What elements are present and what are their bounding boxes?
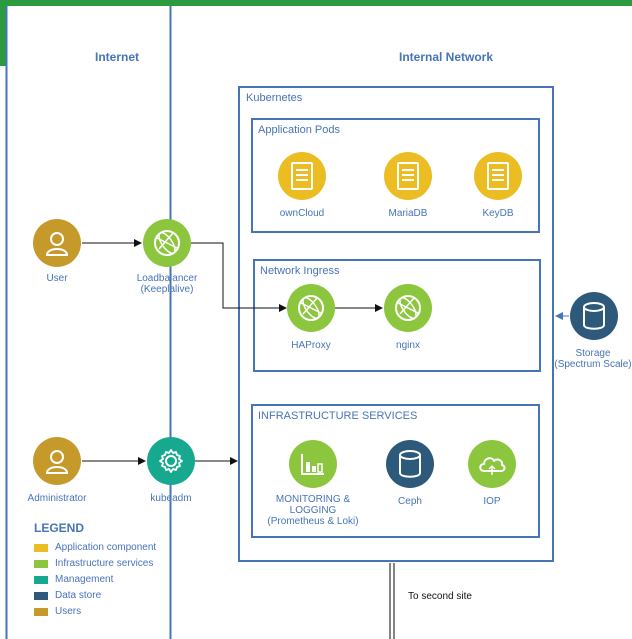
mariadb-label: MariaDB bbox=[388, 208, 428, 219]
loadbalancer-node[interactable] bbox=[143, 219, 191, 267]
legend-item-infra: Infrastructure services bbox=[55, 558, 154, 569]
monitoring-node[interactable] bbox=[289, 440, 337, 488]
storage-label-2: (Spectrum Scale) bbox=[554, 359, 632, 370]
storage-node[interactable] bbox=[570, 292, 618, 340]
kubeadm-node[interactable] bbox=[147, 437, 195, 485]
legend-item-datastore: Data store bbox=[55, 590, 102, 601]
app-pods-label: Application Pods bbox=[258, 124, 340, 136]
owncloud-label: ownCloud bbox=[279, 208, 325, 219]
legend-swatch-users bbox=[34, 608, 48, 616]
top-bar-left-edge bbox=[0, 6, 6, 66]
network-ingress-box bbox=[253, 259, 541, 372]
legend-item-mgmt: Management bbox=[55, 574, 114, 585]
iop-node[interactable] bbox=[468, 440, 516, 488]
legend-swatch-datastore bbox=[34, 592, 48, 600]
infra-services-label: INFRASTRUCTURE SERVICES bbox=[258, 410, 418, 422]
haproxy-node[interactable] bbox=[287, 284, 335, 332]
kubernetes-label: Kubernetes bbox=[246, 92, 303, 104]
nginx-node[interactable] bbox=[384, 284, 432, 332]
infra-services-box bbox=[251, 404, 540, 538]
loadbalancer-label-2: (Keeplalive) bbox=[140, 284, 194, 295]
legend-swatch-app bbox=[34, 544, 48, 552]
legend-swatch-mgmt bbox=[34, 576, 48, 584]
chart-icon bbox=[300, 452, 326, 476]
network-ingress-label: Network Ingress bbox=[260, 265, 340, 277]
user-icon bbox=[44, 448, 70, 474]
globe-icon bbox=[297, 294, 325, 322]
cloud-icon bbox=[477, 451, 507, 477]
monitoring-label-3: (Prometheus & Loki) bbox=[267, 516, 359, 527]
storage-label-1: Storage bbox=[575, 348, 611, 359]
globe-icon bbox=[153, 229, 181, 257]
user-node[interactable] bbox=[33, 219, 81, 267]
monitoring-label-2: LOGGING bbox=[289, 505, 337, 516]
mariadb-node[interactable] bbox=[384, 152, 432, 200]
iop-label: IOP bbox=[483, 496, 501, 507]
database-icon bbox=[398, 450, 422, 478]
keydb-node[interactable] bbox=[474, 152, 522, 200]
second-site-label: To second site bbox=[408, 591, 472, 602]
monitoring-label-1: MONITORING & bbox=[275, 494, 351, 505]
user-icon bbox=[44, 230, 70, 256]
server-icon bbox=[291, 162, 313, 190]
ceph-node[interactable] bbox=[386, 440, 434, 488]
server-icon bbox=[487, 162, 509, 190]
keydb-label: KeyDB bbox=[482, 208, 514, 219]
internet-zone-title: Internet bbox=[95, 50, 140, 64]
user-label: User bbox=[46, 273, 68, 284]
edge-loadbalancer-haproxy bbox=[191, 242, 287, 312]
kubeadm-label: kubeadm bbox=[150, 493, 192, 504]
app-pods-box bbox=[251, 118, 540, 233]
internal-network-title: Internal Network bbox=[399, 50, 494, 64]
database-icon bbox=[582, 302, 606, 330]
gear-icon bbox=[157, 447, 185, 475]
nginx-label: nginx bbox=[396, 340, 420, 351]
server-icon bbox=[397, 162, 419, 190]
legend-title: LEGEND bbox=[34, 521, 85, 535]
legend-item-app: Application component bbox=[55, 542, 157, 553]
ceph-label: Ceph bbox=[398, 496, 422, 507]
owncloud-node[interactable] bbox=[278, 152, 326, 200]
loadbalancer-label-1: Loadbalancer bbox=[136, 273, 198, 284]
top-bar bbox=[0, 0, 632, 6]
legend-swatch-infra bbox=[34, 560, 48, 568]
globe-icon bbox=[394, 294, 422, 322]
administrator-node[interactable] bbox=[33, 437, 81, 485]
haproxy-label: HAProxy bbox=[291, 340, 331, 351]
kubernetes-box bbox=[238, 86, 554, 562]
legend-item-users: Users bbox=[55, 606, 82, 617]
administrator-label: Administrator bbox=[27, 493, 87, 504]
